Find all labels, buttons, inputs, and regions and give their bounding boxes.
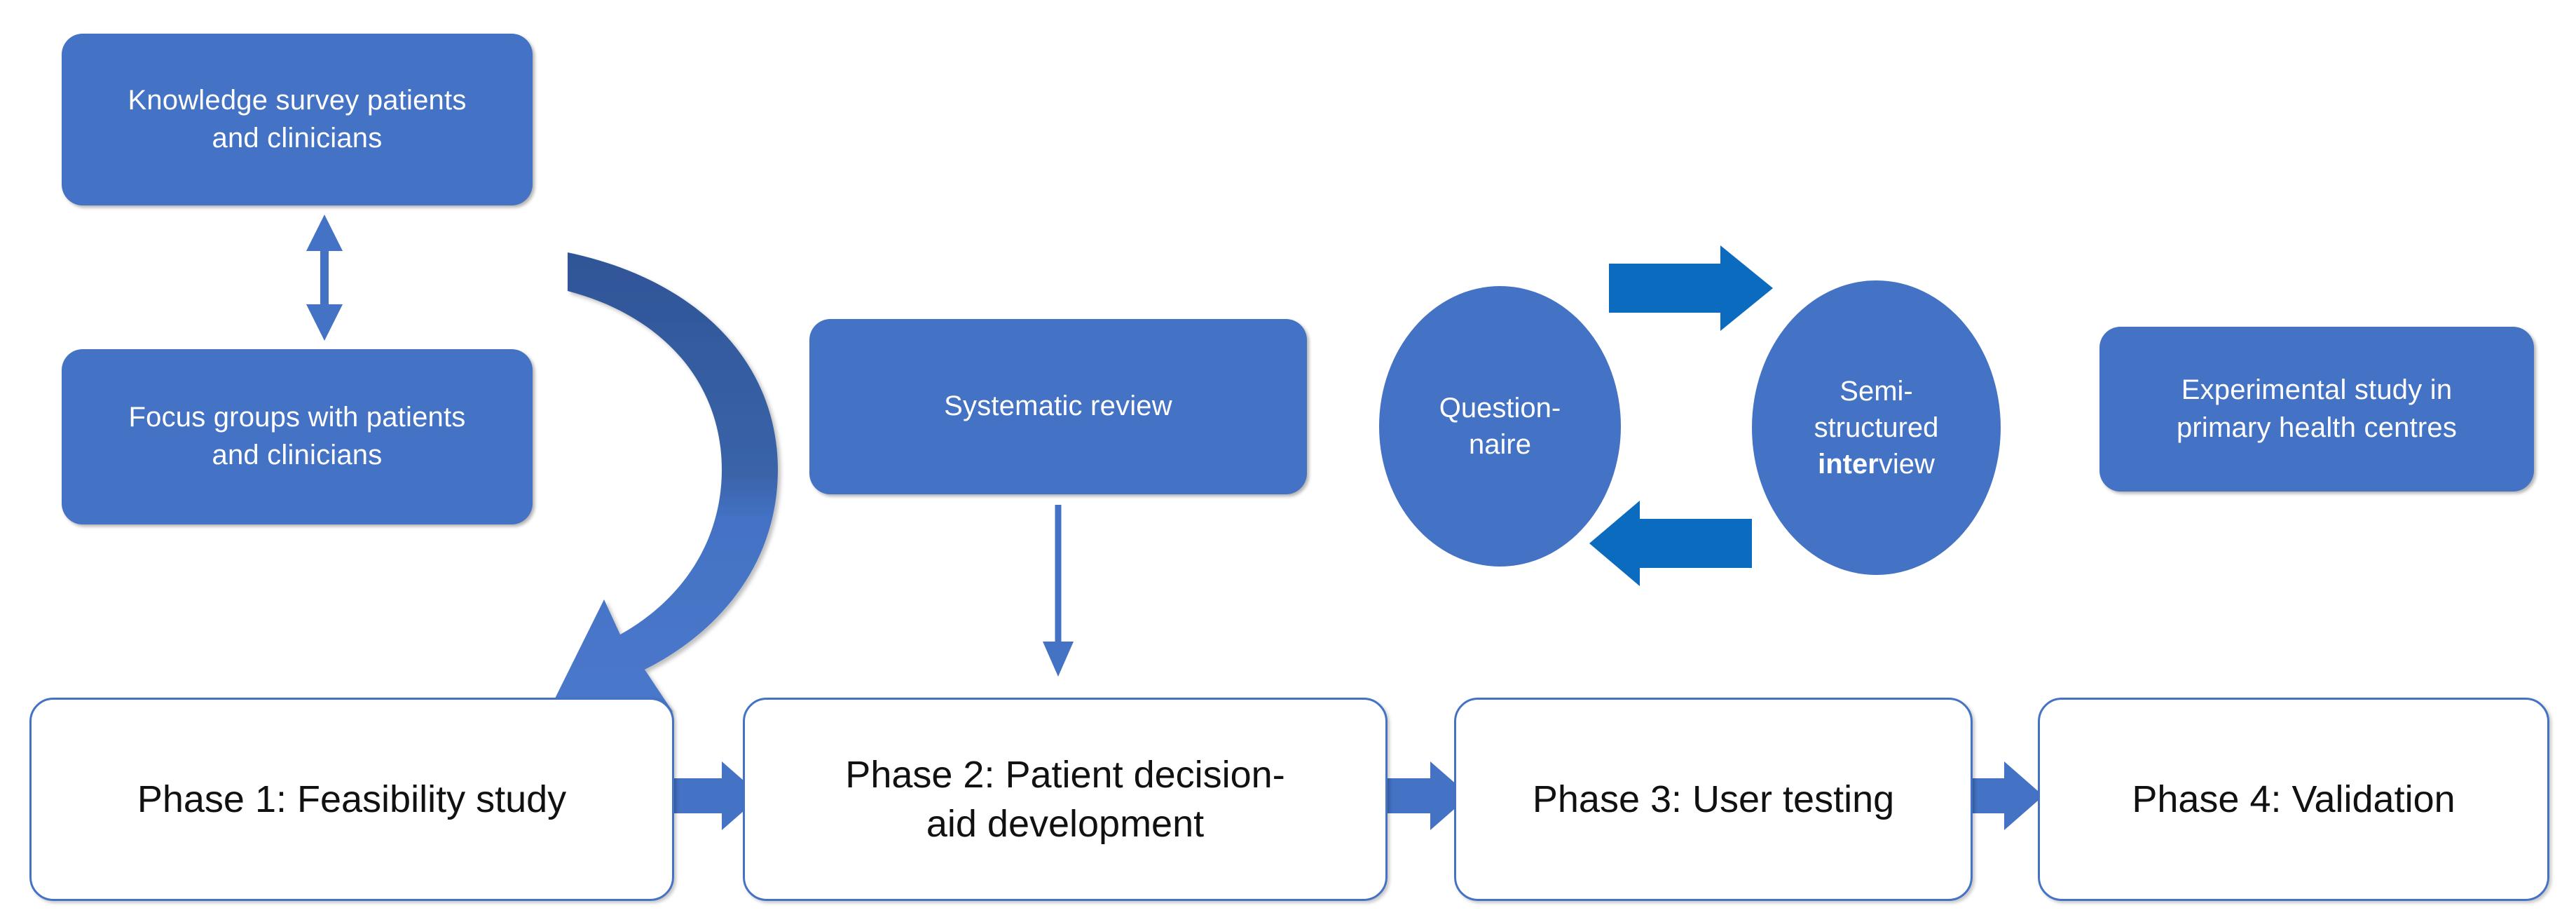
node-semi-structured-interview-label: Semi- structured interview bbox=[1814, 373, 1939, 482]
phase-box-2[interactable]: Phase 2: Patient decision- aid developme… bbox=[743, 698, 1388, 901]
interview-to-questionnaire-arrow bbox=[1589, 501, 1752, 586]
interview-label-line-3-bold: inter bbox=[1818, 449, 1879, 480]
interview-label-line-3-rest: view bbox=[1878, 449, 1935, 480]
node-knowledge-survey[interactable]: Knowledge survey patients and clinicians bbox=[62, 34, 533, 205]
phase3-to-phase4-arrow bbox=[1962, 761, 2043, 830]
phase-box-3-label: Phase 3: User testing bbox=[1532, 778, 1895, 820]
double-headed-vertical-arrow bbox=[306, 215, 343, 341]
questionnaire-to-interview-arrow bbox=[1609, 245, 1773, 331]
node-questionnaire-label: Question- naire bbox=[1439, 393, 1561, 460]
phase2-to-phase3-arrow bbox=[1381, 761, 1469, 830]
node-focus-groups[interactable]: Focus groups with patients and clinician… bbox=[62, 349, 533, 524]
curved-cycle-arrow bbox=[554, 252, 778, 712]
node-systematic-review[interactable]: Systematic review bbox=[809, 319, 1307, 494]
systematic-review-down-arrow bbox=[1043, 505, 1074, 677]
node-experimental-study[interactable]: Experimental study in primary health cen… bbox=[2099, 327, 2534, 491]
phase-box-2-label: Phase 2: Patient decision- aid developme… bbox=[845, 753, 1285, 845]
node-knowledge-survey-label: Knowledge survey patients and clinicians bbox=[128, 84, 467, 154]
node-systematic-review-label: Systematic review bbox=[944, 391, 1172, 422]
node-experimental-study-label: Experimental study in primary health cen… bbox=[2176, 374, 2458, 443]
phase-box-1-label: Phase 1: Feasibility study bbox=[137, 778, 567, 820]
phase-box-4[interactable]: Phase 4: Validation bbox=[2038, 698, 2549, 901]
phase-box-4-label: Phase 4: Validation bbox=[2132, 778, 2455, 820]
phase-box-3[interactable]: Phase 3: User testing bbox=[1454, 698, 1973, 901]
node-focus-groups-label: Focus groups with patients and clinician… bbox=[128, 402, 466, 470]
node-semi-structured-interview[interactable]: Semi- structured interview bbox=[1752, 280, 2001, 575]
node-questionnaire[interactable]: Question- naire bbox=[1379, 286, 1621, 567]
interview-label-line-1: Semi- bbox=[1839, 376, 1913, 407]
phase1-to-phase2-arrow bbox=[673, 761, 761, 830]
interview-label-line-2: structured bbox=[1814, 412, 1939, 443]
phase-box-1[interactable]: Phase 1: Feasibility study bbox=[29, 698, 674, 901]
